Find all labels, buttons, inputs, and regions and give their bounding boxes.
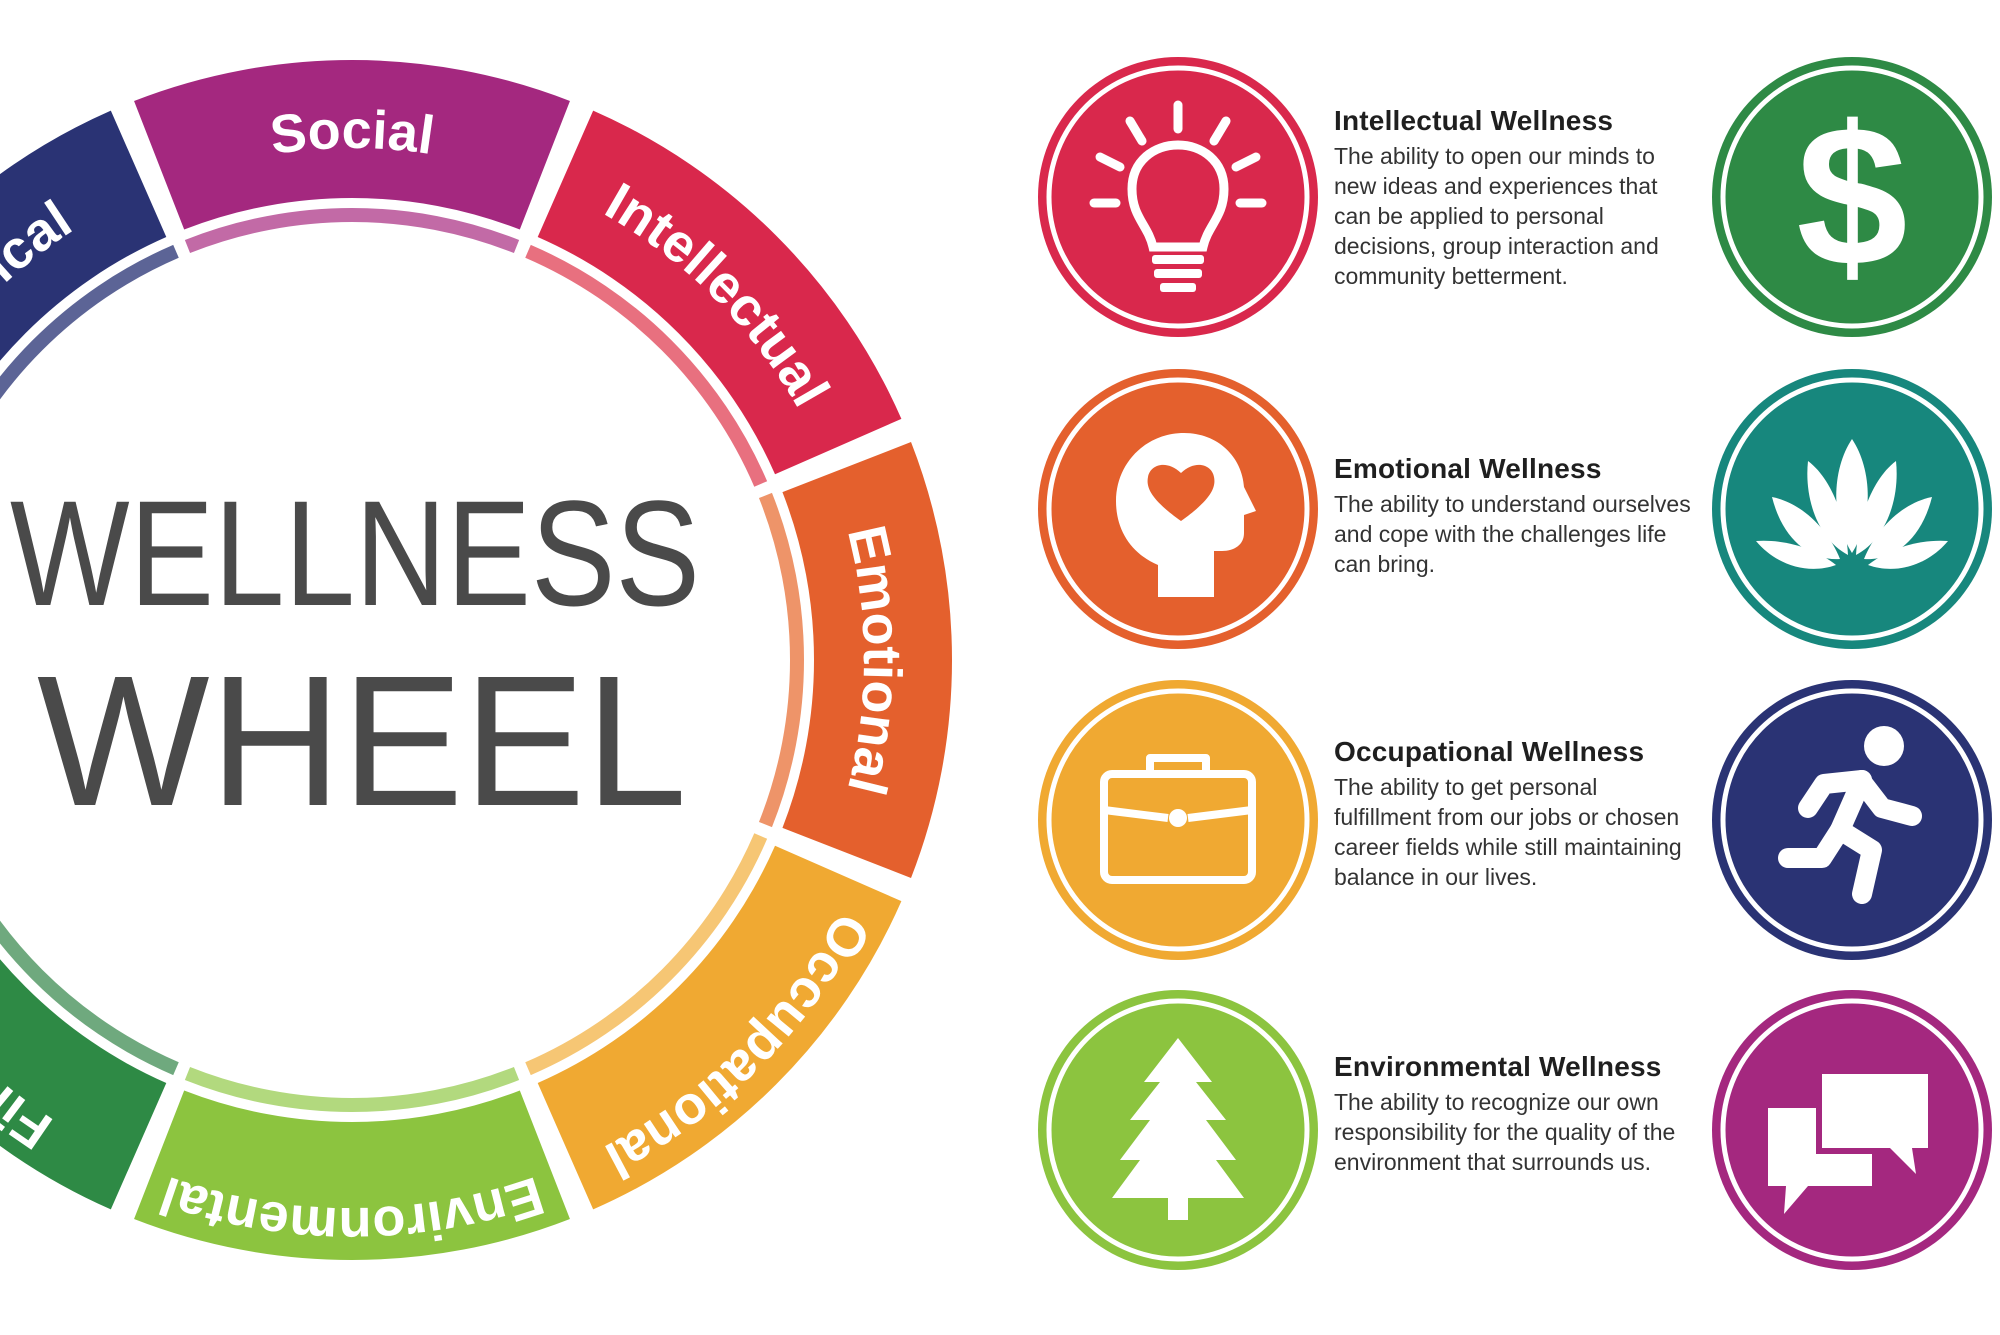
lightbulb-icon [1038, 57, 1318, 337]
tree-icon [1038, 990, 1318, 1270]
briefcase-icon [1038, 680, 1318, 960]
intellectual-info: Intellectual Wellness The ability to ope… [1334, 105, 1694, 291]
wheel-inner-arc-environmental [184, 1066, 520, 1112]
physical-icon-circle [1712, 680, 1992, 960]
intellectual-icon-circle [1038, 57, 1318, 337]
financial-icon-circle: $ [1712, 57, 1992, 337]
wheel-label-social: Social [267, 100, 438, 166]
wheel-outer-ring [0, 60, 952, 1261]
emotional-icon-circle [1038, 369, 1318, 649]
occupational-desc: The ability to get personal fulfillment … [1334, 774, 1682, 890]
occupational-title: Occupational Wellness [1334, 736, 1645, 767]
wheel-segment-social [134, 60, 570, 230]
wheel-inner-arc-social [184, 207, 520, 254]
occupational-icon-circle [1038, 680, 1318, 960]
wheel-inner-arc-emotional [758, 492, 804, 828]
spiritual-icon-circle [1712, 369, 1992, 649]
social-icon-circle [1712, 990, 1992, 1270]
dollar-glyph: $ [1796, 85, 1907, 308]
wheel-segment-financial [0, 959, 167, 1210]
environmental-desc: The ability to recognize our own respons… [1334, 1089, 1676, 1175]
environmental-icon-circle [1038, 990, 1318, 1270]
wheel-title-line1: WELLNESS [10, 469, 700, 637]
environmental-info: Environmental Wellness The ability to re… [1334, 1051, 1694, 1177]
lotus-icon [1712, 369, 1992, 649]
heart-head-icon [1038, 369, 1318, 649]
wellness-wheel: PhysicalSocialIntellectualEmotionalOccup… [0, 60, 952, 1261]
wheel-inner-arc-financial [0, 920, 179, 1076]
intellectual-desc: The ability to open our minds to new ide… [1334, 143, 1659, 289]
wheel-title-line2: WHEEL [37, 638, 687, 845]
emotional-desc: The ability to understand ourselves and … [1334, 491, 1691, 577]
wheel-segment-environmental [134, 1090, 570, 1261]
emotional-info: Emotional Wellness The ability to unders… [1334, 453, 1694, 579]
dollar-icon: $ [1712, 57, 1992, 337]
intellectual-title: Intellectual Wellness [1334, 105, 1614, 136]
wheel-inner-ring [0, 207, 804, 1112]
occupational-info: Occupational Wellness The ability to get… [1334, 736, 1694, 892]
wheel-segment-occupational [537, 845, 902, 1210]
wheel-segment-physical [0, 110, 167, 361]
runner-icon [1712, 680, 1992, 960]
wheel-segment-emotional [782, 442, 952, 878]
emotional-title: Emotional Wellness [1334, 453, 1602, 484]
chat-bubbles-icon [1712, 990, 1992, 1270]
wheel-inner-arc-physical [0, 244, 179, 400]
wheel-segment-intellectual [537, 110, 902, 475]
environmental-title: Environmental Wellness [1334, 1051, 1662, 1082]
